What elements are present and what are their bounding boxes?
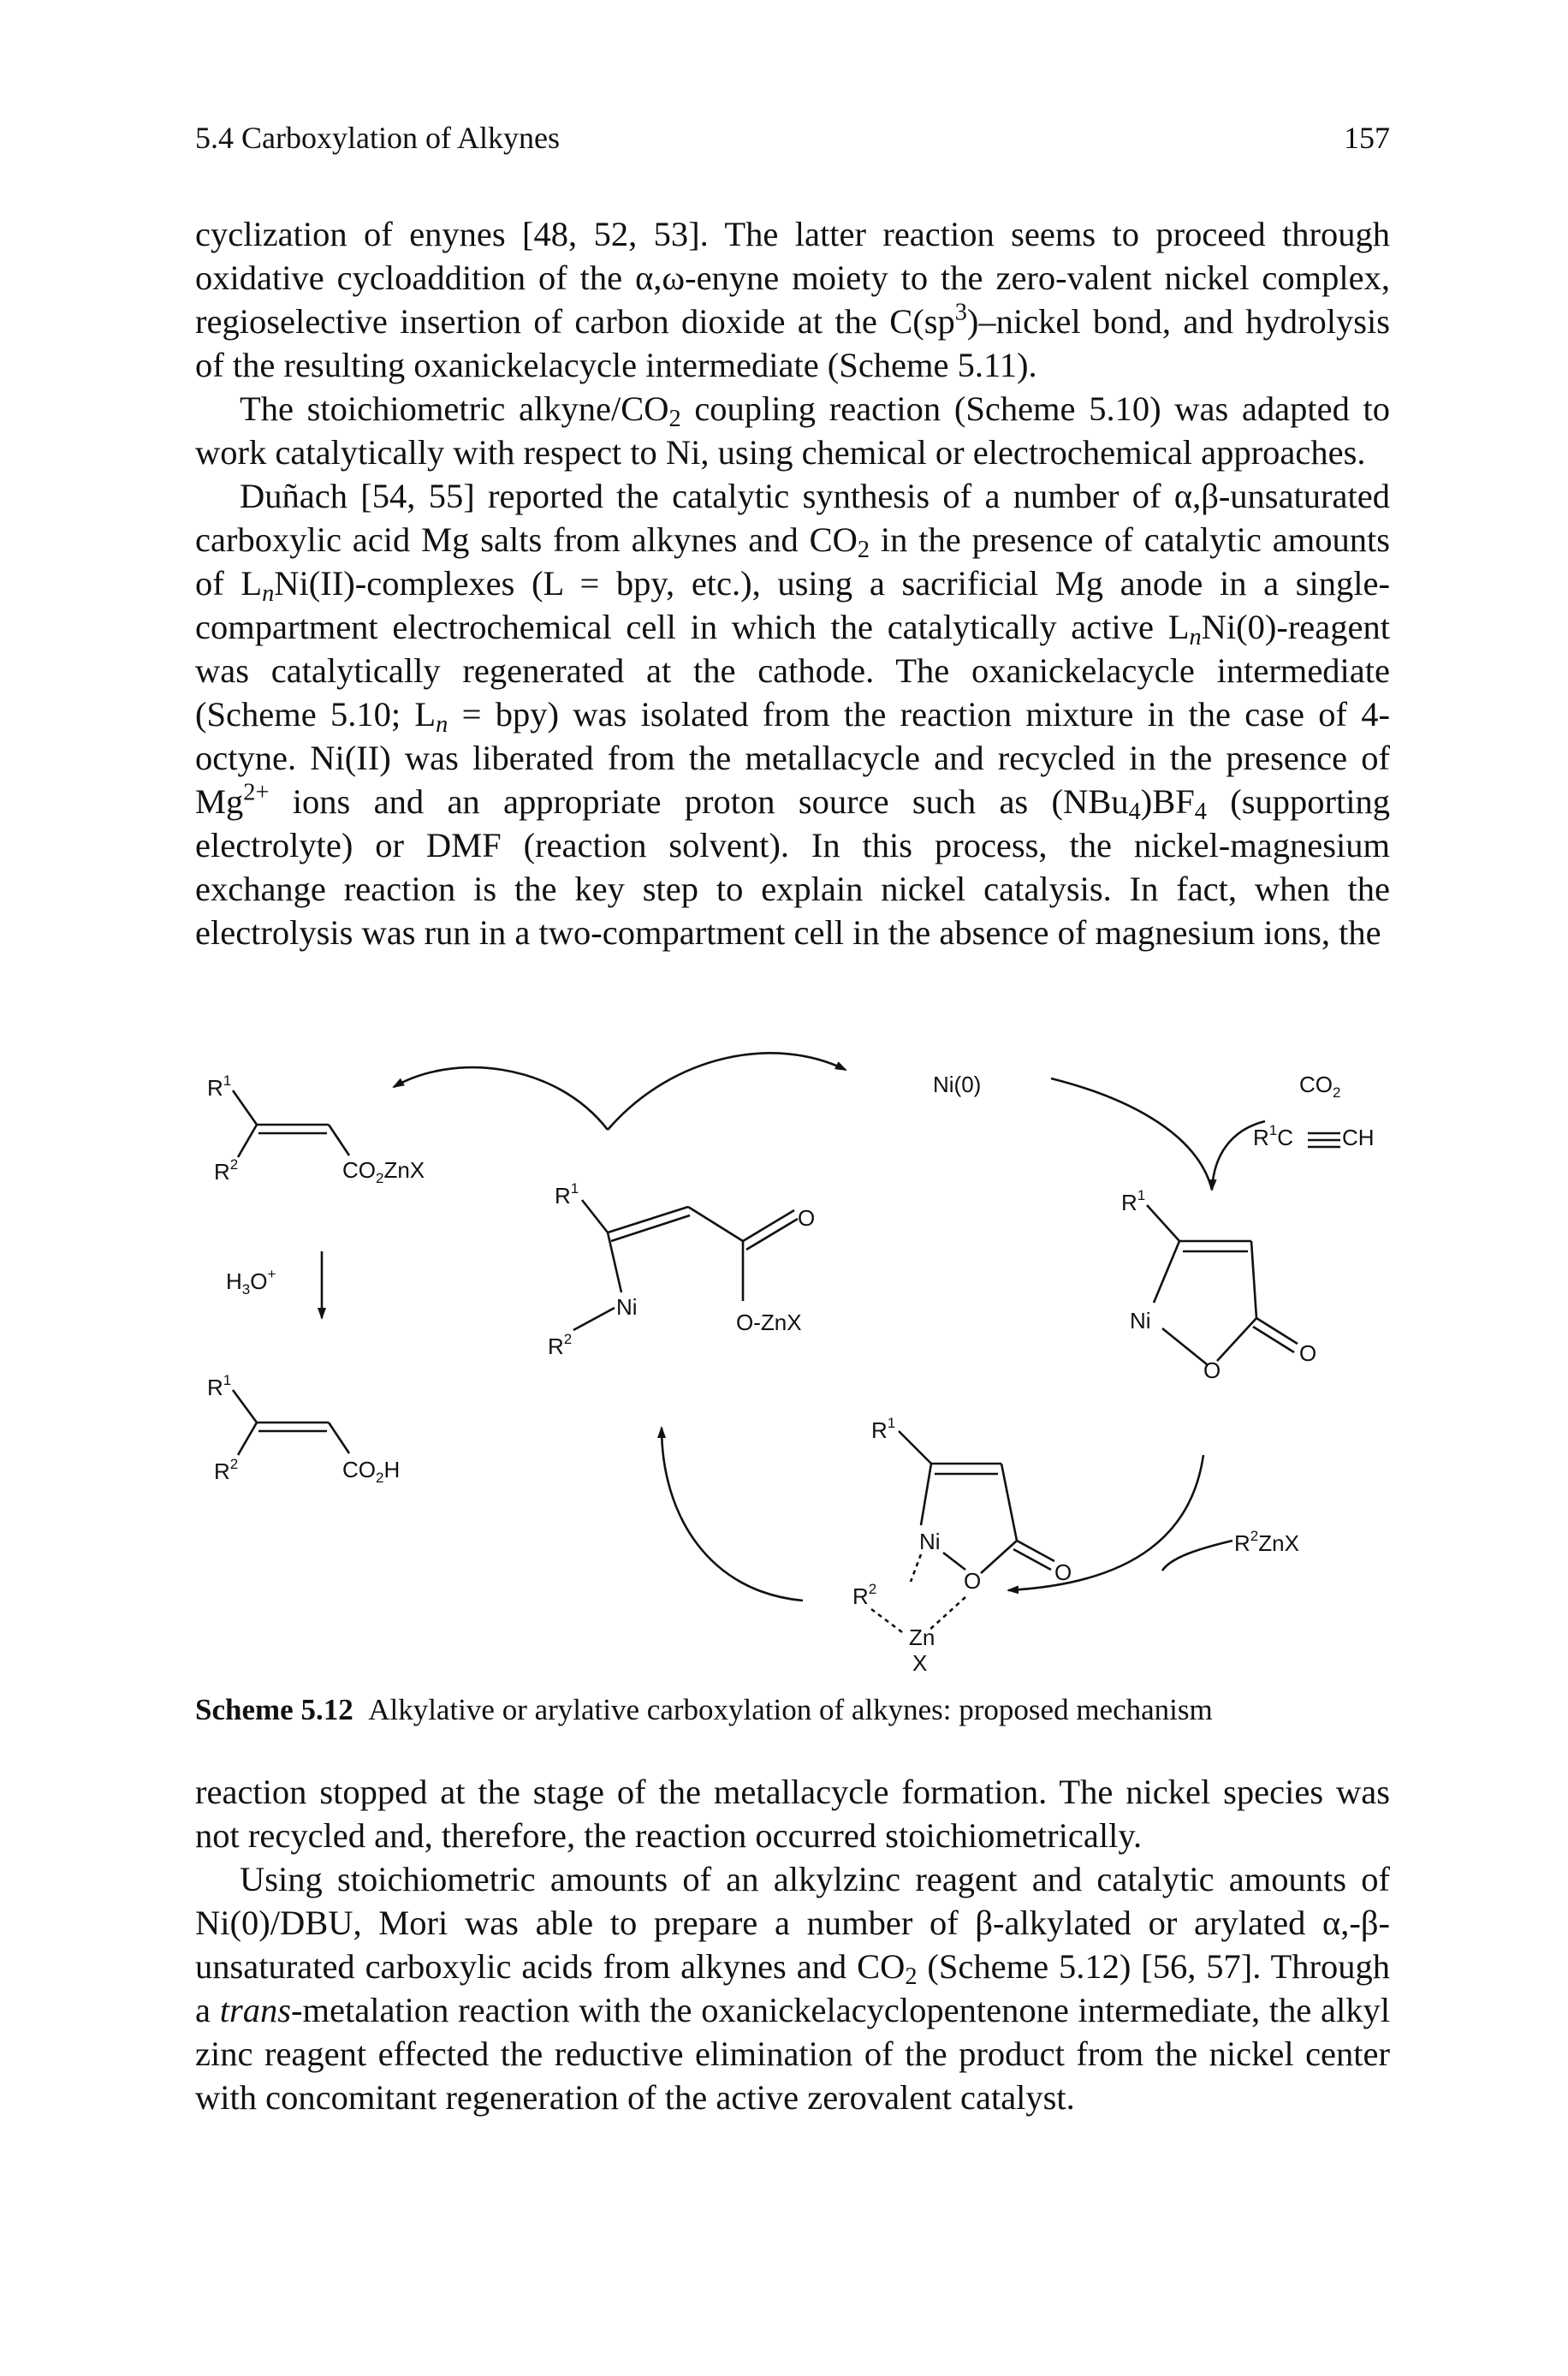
running-head: 5.4 Carboxylation of Alkynes 157 bbox=[195, 120, 1390, 161]
paragraph-3: Duñach [54, 55] reported the catalytic s… bbox=[195, 477, 1391, 952]
cycle-arrows bbox=[392, 1052, 1266, 1602]
caption-text: Alkylative or arylative carboxylation of… bbox=[368, 1693, 1213, 1726]
svg-text:O-ZnX: O-ZnX bbox=[736, 1310, 802, 1335]
svg-text:R1C: R1C bbox=[1253, 1122, 1293, 1150]
hydrolysis-arrow: H3O+ bbox=[226, 1251, 326, 1320]
svg-text:O: O bbox=[964, 1568, 981, 1594]
svg-text:R1: R1 bbox=[207, 1072, 231, 1101]
svg-text:R2: R2 bbox=[214, 1156, 238, 1185]
scheme-caption: Scheme 5.12 Alkylative or arylative carb… bbox=[195, 1693, 1390, 1727]
oxanickelacycle: R1 Ni O O bbox=[1121, 1187, 1316, 1383]
r2znx-label: R2ZnX bbox=[1234, 1528, 1299, 1556]
svg-text:R1: R1 bbox=[871, 1415, 895, 1443]
page-number: 157 bbox=[1344, 121, 1390, 155]
svg-text:R1: R1 bbox=[207, 1372, 231, 1400]
svg-text:Ni: Ni bbox=[919, 1529, 941, 1554]
body-text-bottom: reaction stopped at the stage of the met… bbox=[195, 1770, 1390, 2119]
body-text-top: cyclization of enynes [48, 52, 53]. The … bbox=[195, 212, 1390, 954]
transmetalation-complex: R1 Ni O O R2 Zn X bbox=[852, 1415, 1072, 1676]
paragraph-4: reaction stopped at the stage of the met… bbox=[195, 1773, 1390, 1855]
svg-text:CO2H: CO2H bbox=[342, 1457, 400, 1486]
zinc-carboxylate-product: R1 R2 CO2ZnX bbox=[207, 1072, 425, 1186]
svg-text:R2: R2 bbox=[852, 1581, 876, 1609]
svg-text:Ni: Ni bbox=[1130, 1308, 1151, 1334]
svg-text:Ni: Ni bbox=[616, 1294, 638, 1320]
svg-text:O: O bbox=[798, 1205, 815, 1231]
acid-product: R1 R2 CO2H bbox=[207, 1372, 400, 1486]
paragraph-5: Using stoichiometric amounts of an alkyl… bbox=[195, 1860, 1390, 2117]
reaction-scheme: R1 R2 CO2ZnX H3O+ R1 R2 CO2H bbox=[195, 1036, 1390, 1678]
svg-text:X: X bbox=[912, 1650, 927, 1676]
paragraph-2: The stoichiometric alkyne/CO2 coupling r… bbox=[195, 389, 1391, 472]
svg-text:Zn: Zn bbox=[909, 1625, 935, 1650]
svg-text:O: O bbox=[1299, 1340, 1316, 1366]
svg-text:R1: R1 bbox=[1121, 1187, 1145, 1215]
cycle-reagents: Ni(0) CO2 R1C CH bbox=[933, 1072, 1375, 1150]
section-title: 5.4 Carboxylation of Alkynes bbox=[195, 121, 560, 155]
svg-text:R1: R1 bbox=[555, 1180, 579, 1209]
svg-text:CO2: CO2 bbox=[1299, 1072, 1340, 1101]
caption-label: Scheme 5.12 bbox=[195, 1693, 353, 1726]
svg-text:CH: CH bbox=[1342, 1125, 1375, 1150]
svg-text:O: O bbox=[1203, 1357, 1221, 1383]
svg-text:R2: R2 bbox=[214, 1456, 238, 1484]
ni0-label: Ni(0) bbox=[933, 1072, 981, 1097]
nickel-zinc-intermediate: R1 O Ni R2 O-ZnX bbox=[548, 1180, 815, 1359]
paragraph-1: cyclization of enynes [48, 52, 53]. The … bbox=[195, 215, 1390, 384]
svg-text:O: O bbox=[1054, 1559, 1072, 1585]
svg-text:H3O+: H3O+ bbox=[226, 1266, 276, 1298]
svg-text:CO2ZnX: CO2ZnX bbox=[342, 1157, 425, 1186]
scheme-svg: R1 R2 CO2ZnX H3O+ R1 R2 CO2H bbox=[207, 1052, 1375, 1676]
svg-text:R2: R2 bbox=[548, 1331, 572, 1359]
